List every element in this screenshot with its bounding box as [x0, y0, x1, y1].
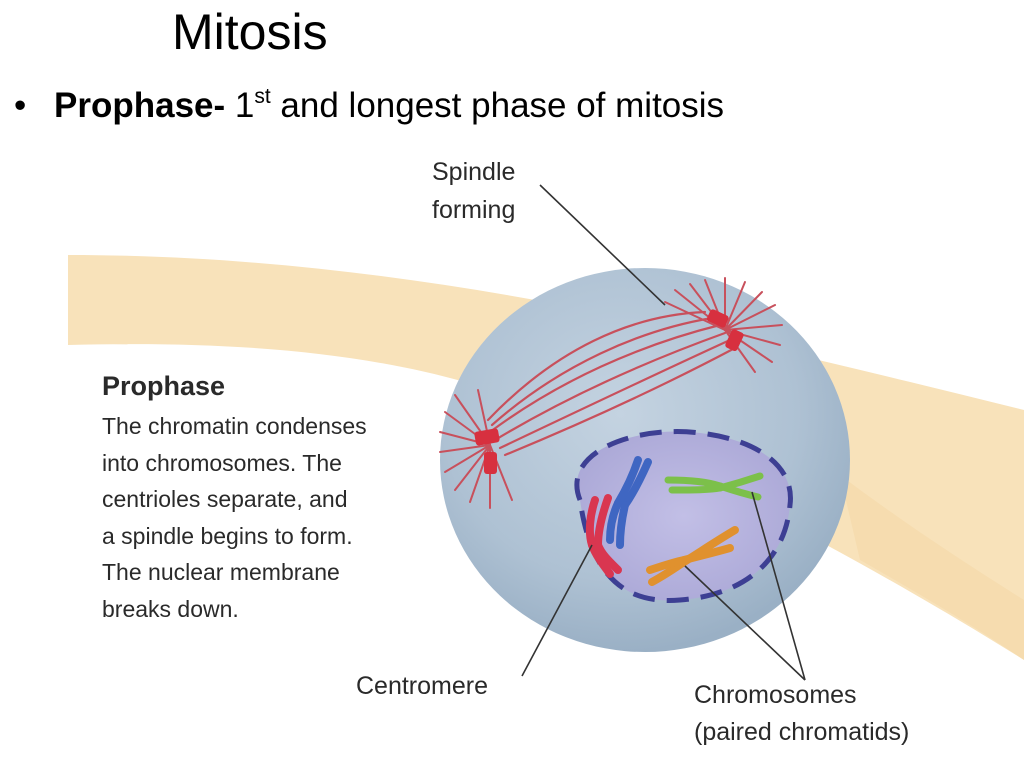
label-centromere: Centromere [356, 672, 488, 700]
chromosome-green [664, 472, 764, 501]
label-spindle-line2: forming [432, 196, 515, 224]
description-line: The nuclear membrane [102, 559, 340, 585]
description-line: a spindle begins to form. [102, 522, 353, 549]
bullet-point: • Prophase- 1st and longest phase of mito… [14, 86, 724, 126]
bullet-symbol: • [14, 86, 27, 125]
description-line: into chromosomes. The [102, 449, 342, 476]
chromosome-red [585, 494, 622, 578]
label-spindle: Spindle forming [432, 158, 522, 224]
leader-lines [521, 184, 806, 681]
description-line: breaks down. [102, 595, 239, 622]
prophase-description: Prophase The chromatin condenses into ch… [102, 368, 452, 627]
bullet-ordinal-suffix: st [254, 85, 271, 108]
centriole-lower [474, 428, 500, 474]
leader-chromosomes-a [684, 565, 806, 681]
slide-title: Mitosis [172, 4, 328, 60]
spindle-fibers [486, 310, 737, 457]
description-line: The chromatin condenses [102, 413, 367, 439]
bullet-rest: and longest phase of mitosis [270, 86, 725, 125]
description-line: centrioles separate, and [102, 486, 348, 512]
bullet-term: Prophase- [54, 86, 226, 125]
label-chromosomes-line2: (paired chromatids) [694, 718, 909, 746]
chromosome-orange [646, 526, 739, 586]
leader-centromere [521, 544, 593, 677]
label-chromosomes-line1: Chromosomes [694, 681, 857, 709]
label-chromosomes: Chromosomes (paired chromatids) [694, 681, 909, 746]
background-band-lower [840, 475, 1024, 660]
chromosome-blue [606, 456, 652, 549]
nuclear-membrane [574, 429, 793, 603]
description-heading: Prophase [102, 371, 226, 401]
label-spindle-line1: Spindle [432, 158, 515, 186]
leader-spindle [539, 184, 666, 306]
bullet-ordinal-number: 1 [234, 86, 255, 125]
leader-chromosomes-b [751, 491, 806, 681]
centriole-upper [706, 309, 744, 352]
